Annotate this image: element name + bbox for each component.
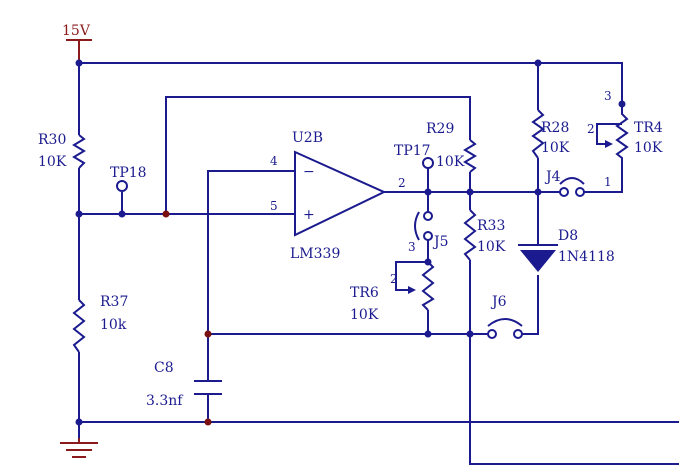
- testpoint-tp17: TP17: [394, 143, 434, 169]
- tr4-ref: TR4: [634, 120, 663, 136]
- opamp-minus-sign: −: [303, 164, 315, 180]
- d8-part: 1N4118: [558, 249, 615, 265]
- opamp-pin-4: 4: [270, 154, 278, 168]
- diode-d8: D8 1N4118: [518, 228, 615, 272]
- trimmer-tr6: 3 2 TR6 10K: [350, 240, 435, 323]
- c8-ref: C8: [154, 360, 174, 376]
- tr4-pin-2: 2: [587, 122, 595, 136]
- tr4-pin-1: 1: [604, 175, 612, 189]
- opamp-plus-sign: +: [303, 207, 315, 223]
- tp18-label: TP18: [110, 165, 147, 181]
- capacitor-c8: C8 3.3nf: [146, 360, 222, 409]
- r30-value: 10K: [38, 154, 67, 170]
- power-label: 15V: [62, 23, 91, 39]
- r33-ref: R33: [477, 218, 505, 234]
- testpoint-tp18: TP18: [110, 165, 147, 192]
- r37-value: 10k: [100, 317, 127, 333]
- tr4-value: 10K: [634, 140, 663, 156]
- ground-symbol: [60, 438, 98, 458]
- j4-label: J4: [544, 169, 561, 185]
- junction-dots: [75, 59, 626, 426]
- resistor-r37: R37 10k: [72, 294, 128, 353]
- jumper-j5: J5: [414, 211, 449, 250]
- opamp-ref: U2B: [292, 130, 323, 146]
- d8-ref: D8: [558, 228, 578, 244]
- c8-value: 3.3nf: [146, 393, 184, 409]
- r30-ref: R30: [38, 132, 66, 148]
- r28-ref: R28: [541, 120, 569, 136]
- tr6-value: 10K: [350, 307, 379, 323]
- opamp-u2b: U2B LM339 4 5 2 − +: [270, 130, 406, 262]
- r29-ref: R29: [426, 121, 454, 137]
- opamp-part: LM339: [290, 246, 340, 262]
- j5-label: J5: [432, 234, 449, 250]
- resistor-r33: R33 10K: [463, 209, 506, 261]
- jumper-j6: J6: [487, 294, 523, 339]
- r33-value: 10K: [477, 239, 506, 255]
- wires: [78, 62, 679, 465]
- tr6-pin-2: 2: [390, 272, 398, 286]
- opamp-pin-2: 2: [398, 176, 406, 190]
- tr6-ref: TR6: [350, 285, 379, 301]
- opamp-pin-5: 5: [270, 199, 278, 213]
- r28-value: 10K: [541, 140, 570, 156]
- resistor-r29: R29 10K: [426, 121, 477, 173]
- tr4-pin-3: 3: [604, 89, 612, 103]
- r29-value: 10K: [436, 154, 465, 170]
- trimmer-tr4: 3 2 1 TR4 10K: [587, 89, 663, 189]
- tr6-pin-3: 3: [408, 240, 416, 254]
- r37-ref: R37: [100, 294, 128, 310]
- resistor-r28: R28 10K: [531, 109, 570, 159]
- j6-label: J6: [490, 294, 507, 310]
- power-15v-symbol: 15V: [62, 23, 92, 63]
- tp17-label: TP17: [394, 143, 431, 159]
- jumper-j4: J4: [544, 169, 585, 197]
- resistor-r30: R30 10K: [38, 132, 86, 170]
